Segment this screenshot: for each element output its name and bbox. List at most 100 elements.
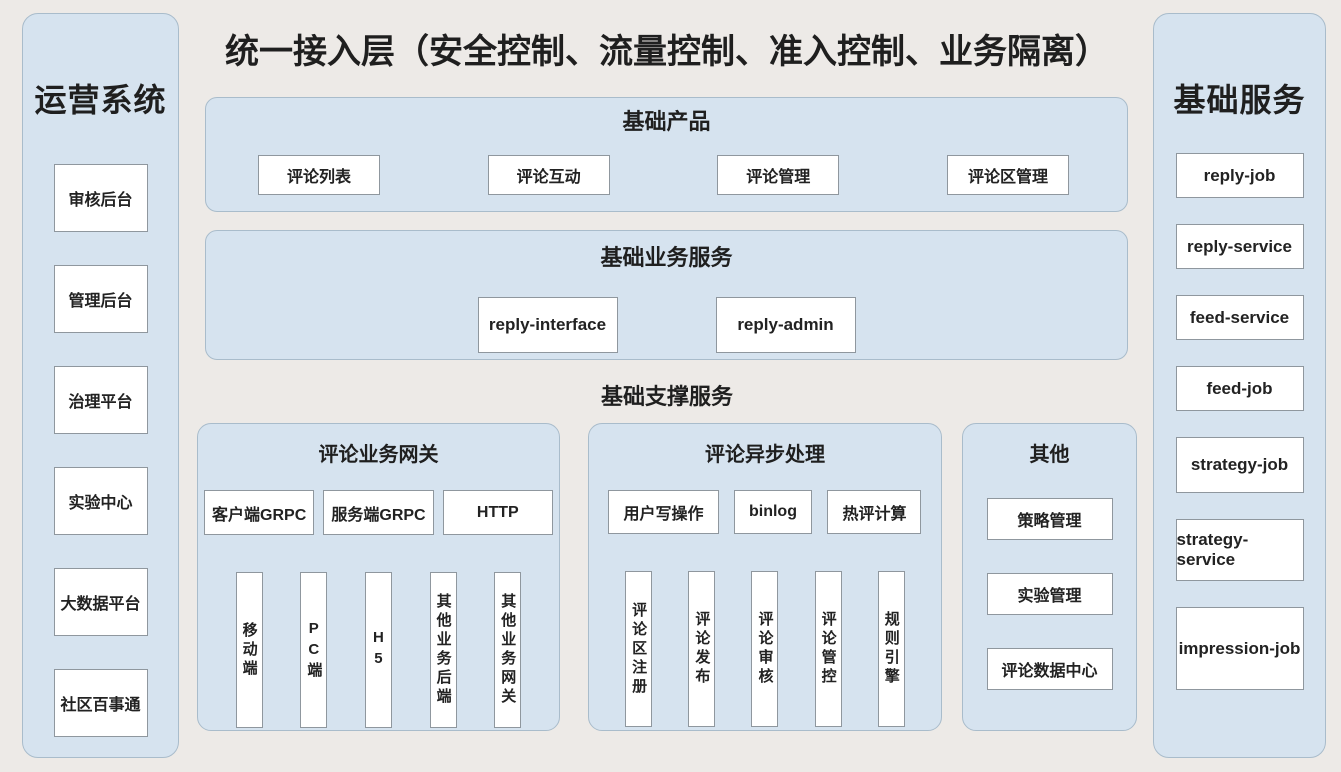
- other-item-experiment-management: 实验管理: [986, 573, 1113, 615]
- base-service-label: feed-service: [1189, 307, 1290, 327]
- product-comment-area-management: 评论区管理: [946, 155, 1069, 196]
- other-item-label: 策略管理: [1017, 513, 1082, 530]
- product-label: 评论管理: [746, 169, 811, 187]
- service-label: reply-admin: [737, 315, 834, 335]
- channel-label: 移动端: [240, 621, 258, 679]
- service-reply-interface: reply-interface: [477, 297, 618, 354]
- channel-mobile: 移动端: [235, 572, 263, 728]
- operations-item-governance-platform: 治理平台: [53, 366, 148, 434]
- operations-items: 审核后台 管理后台 治理平台 实验中心 大数据平台 社区百事通: [23, 164, 178, 737]
- service-label: reply-interface: [488, 315, 607, 335]
- operations-item-community-encyclopedia: 社区百事通: [53, 669, 148, 737]
- channel-label: 其他业务后端: [434, 593, 452, 707]
- task-label: 评论区注册: [630, 601, 648, 697]
- task-rule-engine: 规则引擎: [877, 571, 905, 727]
- task-label: 评论管控: [819, 611, 837, 687]
- gateway-protocols-row: 客户端GRPC 服务端GRPC HTTP: [198, 490, 559, 535]
- product-comment-list: 评论列表: [258, 155, 380, 196]
- source-user-write: 用户写操作: [608, 490, 719, 534]
- other-item-label: 评论数据中心: [1001, 663, 1098, 680]
- protocol-label: 客户端GRPC: [212, 506, 307, 524]
- channel-other-business-backend: 其他业务后端: [429, 572, 457, 728]
- source-label: 用户写操作: [623, 506, 704, 523]
- other-items: 策略管理 实验管理 评论数据中心: [963, 498, 1136, 690]
- base-products-row: 评论列表 评论互动 评论管理 评论区管理: [206, 155, 1127, 196]
- source-binlog: binlog: [733, 490, 812, 534]
- async-sources-row: 用户写操作 binlog 热评计算: [589, 490, 941, 534]
- task-comment-audit: 评论审核: [751, 571, 779, 727]
- base-products-panel: 基础产品 评论列表 评论互动 评论管理 评论区管理: [205, 97, 1128, 212]
- base-services-panel: 基础服务 reply-job reply-service feed-servic…: [1153, 13, 1326, 758]
- operations-item-experiment-center: 实验中心: [53, 467, 148, 535]
- base-service-label: reply-service: [1187, 236, 1292, 256]
- other-item-strategy-management: 策略管理: [986, 498, 1113, 540]
- task-label: 评论审核: [756, 611, 774, 687]
- operations-item-label: 大数据平台: [60, 596, 141, 613]
- operations-item-manage-backend: 管理后台: [53, 265, 148, 333]
- task-label: 规则引擎: [882, 611, 900, 687]
- operations-item-label: 审核后台: [68, 192, 133, 209]
- base-support-services-label: 基础支撑服务: [600, 384, 733, 409]
- base-products-title: 基础产品: [622, 109, 711, 134]
- service-reply-admin: reply-admin: [715, 297, 856, 354]
- channel-label: PC端: [305, 619, 323, 681]
- operations-panel: 运营系统 审核后台 管理后台 治理平台 实验中心 大数据平台 社区百事通: [22, 13, 179, 758]
- gateway-channels-row: 移动端 PC端 H5 其他业务后端 其他业务网关: [198, 572, 559, 728]
- comment-gateway-title: 评论业务网关: [318, 444, 439, 466]
- other-item-label: 实验管理: [1017, 588, 1082, 605]
- source-label: binlog: [748, 503, 797, 520]
- task-comment-area-register: 评论区注册: [625, 571, 653, 727]
- operations-item-label: 实验中心: [68, 495, 133, 512]
- base-services-items: reply-job reply-service feed-service fee…: [1154, 153, 1325, 690]
- base-services-panel-title: 基础服务: [1173, 82, 1306, 118]
- base-service-impression-job: impression-job: [1175, 607, 1304, 690]
- base-service-strategy-job: strategy-job: [1175, 437, 1304, 493]
- task-comment-publish: 评论发布: [688, 571, 716, 727]
- operations-item-label: 社区百事通: [60, 697, 141, 714]
- protocol-label: HTTP: [476, 503, 519, 521]
- base-service-feed-job: feed-job: [1175, 366, 1304, 411]
- protocol-client-grpc: 客户端GRPC: [204, 490, 315, 535]
- source-label: 热评计算: [842, 506, 907, 523]
- comment-gateway-panel: 评论业务网关 客户端GRPC 服务端GRPC HTTP 移动端 PC端 H5 其…: [197, 423, 560, 731]
- operations-item-label: 管理后台: [68, 293, 133, 310]
- channel-h5: H5: [364, 572, 392, 728]
- protocol-label: 服务端GRPC: [331, 506, 426, 524]
- base-service-label: strategy-job: [1190, 455, 1289, 474]
- other-panel: 其他 策略管理 实验管理 评论数据中心: [962, 423, 1137, 731]
- product-label: 评论列表: [286, 169, 351, 187]
- source-hot-comment-compute: 热评计算: [827, 490, 922, 534]
- operations-item-label: 治理平台: [68, 394, 133, 411]
- task-comment-control: 评论管控: [814, 571, 842, 727]
- base-service-strategy-service: strategy-service: [1175, 519, 1304, 581]
- other-item-comment-data-center: 评论数据中心: [986, 648, 1113, 690]
- channel-pc: PC端: [300, 572, 328, 728]
- product-label: 评论区管理: [967, 169, 1048, 187]
- task-label: 评论发布: [693, 611, 711, 687]
- operations-item-audit-backend: 审核后台: [53, 164, 148, 232]
- base-service-reply-job: reply-job: [1175, 153, 1304, 198]
- channel-other-business-gateway: 其他业务网关: [494, 572, 522, 728]
- protocol-server-grpc: 服务端GRPC: [323, 490, 434, 535]
- channel-label: H5: [369, 629, 387, 671]
- unified-access-layer-title: 统一接入层（安全控制、流量控制、准入控制、业务隔离）: [225, 33, 1109, 71]
- comment-async-panel: 评论异步处理 用户写操作 binlog 热评计算 评论区注册 评论发布 评论审核…: [588, 423, 942, 731]
- async-tasks-row: 评论区注册 评论发布 评论审核 评论管控 规则引擎: [589, 571, 941, 727]
- product-label: 评论互动: [516, 169, 581, 187]
- base-service-label: impression-job: [1178, 638, 1301, 658]
- base-business-row: reply-interface reply-admin: [206, 297, 1127, 354]
- other-panel-title: 其他: [1029, 444, 1070, 466]
- base-business-panel: 基础业务服务 reply-interface reply-admin: [205, 230, 1128, 360]
- product-comment-management: 评论管理: [717, 155, 840, 196]
- base-business-title: 基础业务服务: [600, 245, 733, 270]
- operations-panel-title: 运营系统: [34, 82, 167, 118]
- base-service-label: reply-job: [1203, 165, 1276, 185]
- product-comment-interaction: 评论互动: [487, 155, 610, 196]
- base-service-feed-service: feed-service: [1175, 295, 1304, 340]
- comment-async-title: 评论异步处理: [705, 444, 825, 466]
- base-service-label: strategy-service: [1176, 530, 1249, 569]
- base-service-reply-service: reply-service: [1175, 224, 1304, 269]
- channel-label: 其他业务网关: [499, 593, 517, 707]
- protocol-http: HTTP: [442, 490, 553, 535]
- operations-item-bigdata-platform: 大数据平台: [53, 568, 148, 636]
